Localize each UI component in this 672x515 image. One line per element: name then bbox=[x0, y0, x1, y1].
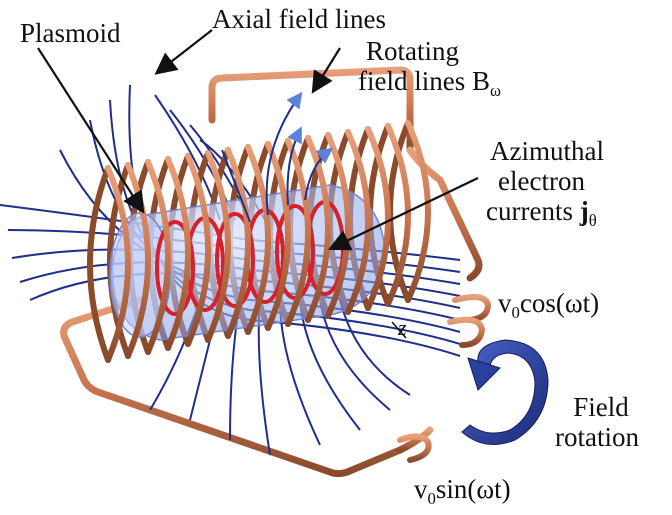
rotating-field-lines-label: Rotating field lines Bω bbox=[358, 36, 501, 101]
rotating-pointer bbox=[314, 48, 340, 90]
field-rotation-label: Field rotation bbox=[555, 392, 639, 452]
axial-pointer bbox=[158, 30, 212, 72]
plasmoid-pointer bbox=[38, 48, 142, 210]
azimuthal-currents-label: Azimuthal electron currents jθ bbox=[486, 136, 604, 231]
field-rotation-arrow bbox=[462, 340, 548, 445]
z-axis-label: z bbox=[398, 316, 407, 341]
axial-field-lines-label: Axial field lines bbox=[212, 4, 386, 34]
vsin-label: v0sin(ωt) bbox=[414, 474, 511, 509]
plasmoid-label: Plasmoid bbox=[20, 18, 121, 48]
vcos-label: v0cos(ωt) bbox=[498, 288, 599, 323]
